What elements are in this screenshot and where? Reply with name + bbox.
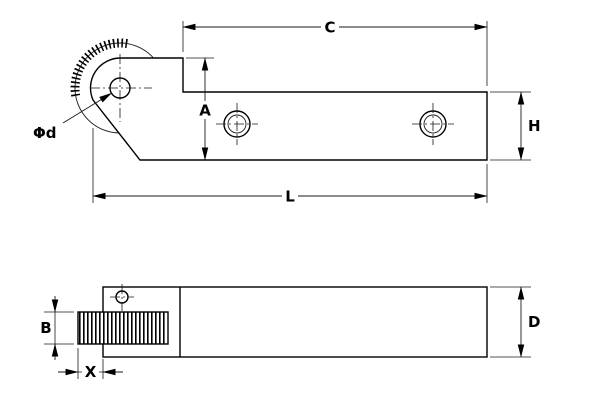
dimension-l: L: [92, 128, 488, 206]
dimension-a: A: [186, 57, 214, 161]
mounting-hole-left: [216, 103, 258, 145]
dimension-label-phi-d: Φd: [33, 124, 57, 142]
dimension-l-label-mask: [282, 187, 298, 205]
dimension-label-d: D: [528, 313, 540, 331]
dimension-x-label-mask: [82, 363, 99, 380]
dimension-label-x: X: [85, 363, 97, 381]
roller-side-outline: [77, 311, 169, 345]
dimension-label-l: L: [285, 188, 295, 206]
callout-phi-d: Φd: [33, 92, 112, 142]
mounting-hole-right: [412, 103, 454, 145]
lever-arm-outline: [89, 57, 488, 161]
dimension-label-a: A: [199, 102, 211, 120]
side-view: B X D: [40, 284, 540, 381]
dimension-a-label-mask: [196, 101, 214, 119]
dimension-label-c: C: [324, 19, 335, 37]
dimension-label-b: B: [40, 319, 51, 337]
phi-d-leader-line: [62, 92, 112, 124]
dimension-x: X: [58, 348, 123, 381]
roller-knurl-band: [70, 38, 129, 97]
dimension-c: C: [182, 18, 488, 86]
dimension-label-h: H: [528, 117, 541, 135]
dimension-h: H: [490, 91, 541, 161]
dimension-d: D: [490, 286, 540, 358]
mounting-hole-left-inner: [227, 114, 247, 134]
dimension-b: B: [40, 296, 74, 360]
dimension-c-label-mask: [321, 18, 339, 36]
top-view: C A H L Φd: [33, 18, 541, 206]
mounting-hole-right-inner: [423, 114, 443, 134]
